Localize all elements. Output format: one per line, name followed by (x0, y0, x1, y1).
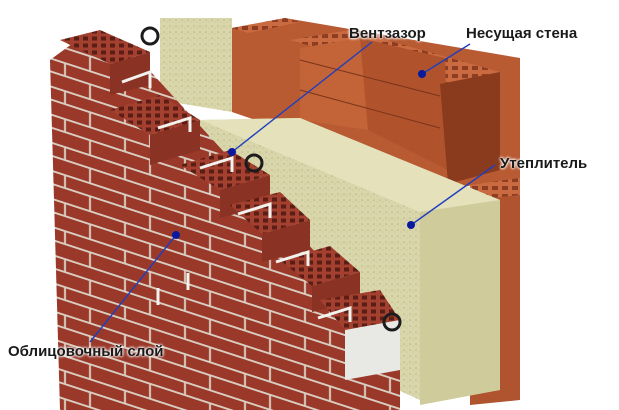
insulation-label: Утеплитель (500, 155, 588, 172)
anchor-nuts (140, 26, 402, 332)
load-bearing-wall-marker-dot (418, 70, 426, 78)
air-gap-marker-dot (228, 148, 236, 156)
insulation-marker-dot (407, 221, 415, 229)
facing-layer-marker-dot (172, 231, 180, 239)
marker-dots (172, 70, 426, 239)
facing-layer-label: Облицовочный слой (8, 343, 164, 360)
load-bearing-wall-label: Несущая стена (466, 25, 578, 42)
leader-lines (89, 41, 496, 343)
wall-ties (121, 69, 352, 322)
air-gap-label: Вентзазор (349, 25, 426, 42)
